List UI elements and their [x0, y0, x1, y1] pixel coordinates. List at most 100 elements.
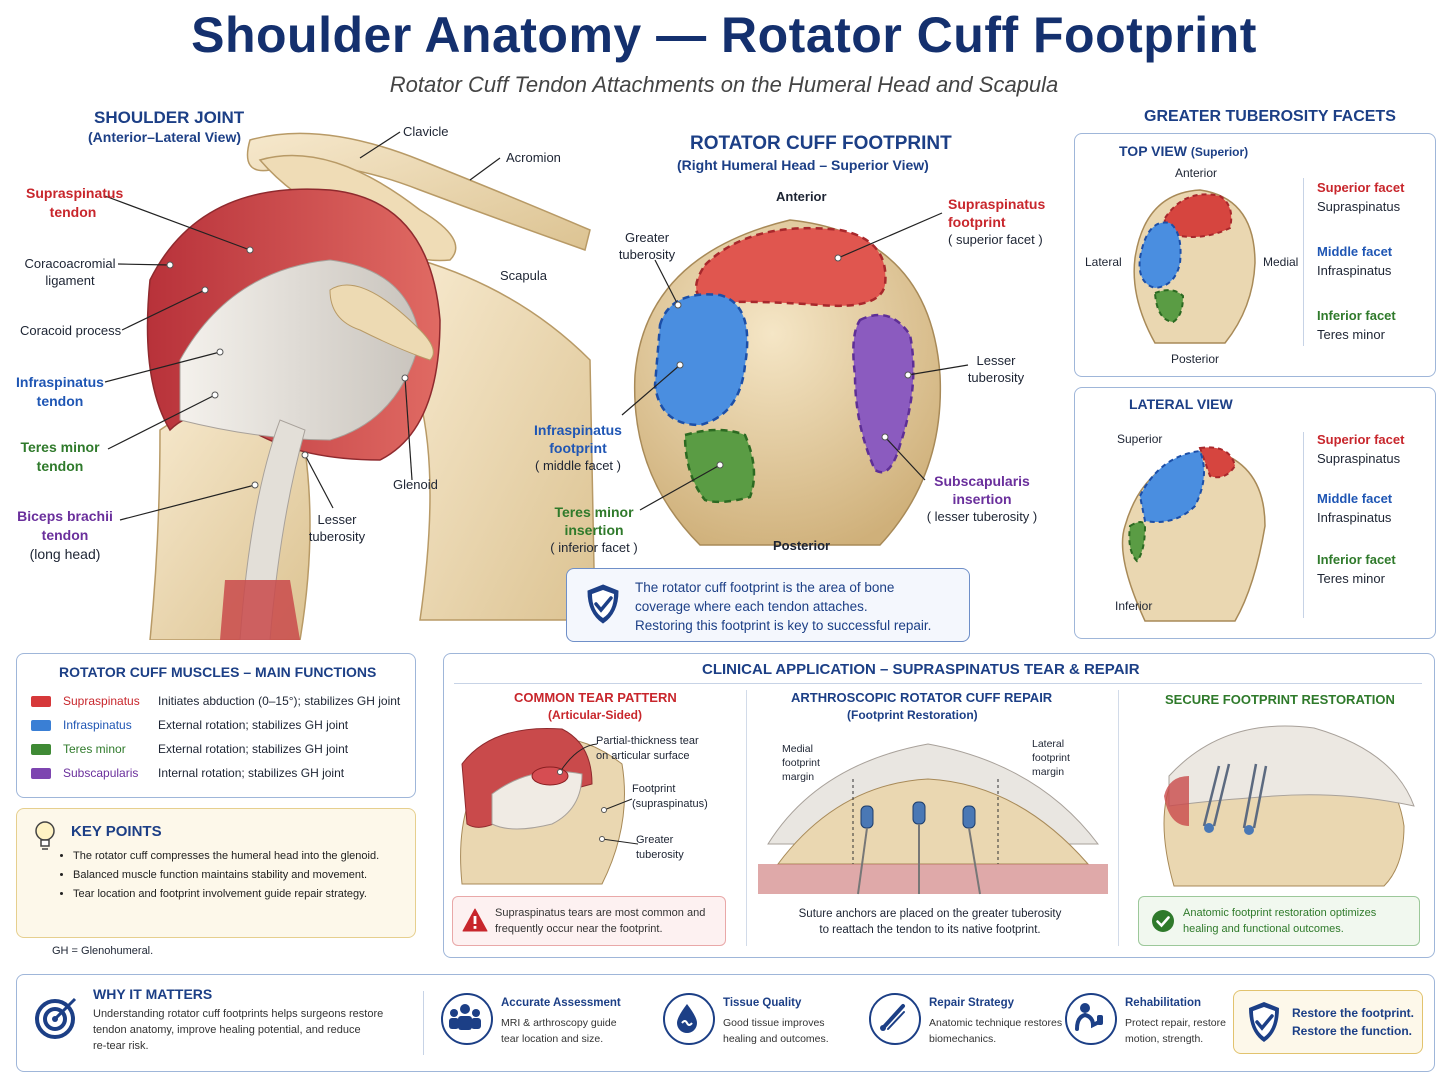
suture-anchors	[857, 801, 981, 895]
footprint-note-box: The rotator cuff footprint is the area o…	[566, 568, 970, 642]
muscle-row: Subscapularis Internal rotation; stabili…	[31, 764, 344, 782]
footnote: GH = Glenohumeral.	[52, 945, 154, 957]
repair-lateral-line3: margin	[1032, 766, 1065, 778]
repair-note-line1: Suture anchors are placed on the greater…	[798, 908, 1062, 920]
lesser-label-line1: Lesser	[976, 353, 1016, 368]
why-item-assessment: Accurate Assessment MRI & arthroscopy gu…	[441, 975, 651, 1057]
muscle-function: Internal rotation; stabilizes GH joint	[158, 766, 345, 780]
subscapularis-insertion	[852, 313, 915, 474]
warning-icon	[462, 908, 488, 932]
footprint-title: ROTATOR CUFF FOOTPRINT	[690, 133, 952, 154]
secure-illustration	[1163, 725, 1415, 887]
lateral-view-legend: Superior facet Supraspinatus Middle face…	[1317, 430, 1404, 588]
label-clavicle: Clavicle	[403, 124, 449, 139]
repair-note: Suture anchors are placed on the greater…	[780, 906, 1080, 938]
label-glenoid: Glenoid	[393, 477, 438, 492]
tear-label-footprint: Footprint (supraspinatus)	[632, 782, 708, 812]
subscap-label-line3: ( lesser tuberosity )	[926, 509, 1038, 524]
muscle-name: Supraspinatus	[63, 694, 140, 708]
key-points-panel: KEY POINTS The rotator cuff compresses t…	[16, 808, 416, 938]
tear-subtitle: (Articular-Sided)	[548, 708, 643, 722]
label-biceps-line3: (long head)	[29, 546, 101, 562]
restore-badge: Restore the footprint. Restore the funct…	[1233, 990, 1423, 1054]
why-title: WHY IT MATTERS	[93, 986, 213, 1002]
top-middle-muscle: Infraspinatus	[1317, 263, 1392, 278]
top-superior-facet	[1163, 193, 1233, 238]
footprint-section: ROTATOR CUFF FOOTPRINT (Right Humeral He…	[520, 125, 1060, 645]
repair-medial-line1: Medial	[782, 743, 813, 755]
lateral-superior-facet-label: Superior facet	[1317, 432, 1405, 447]
tear-footprint-line2: (supraspinatus)	[632, 798, 708, 810]
page-subtitle: Rotator Cuff Tendon Attachments on the H…	[389, 72, 1059, 97]
why-text-line3: re-tear risk.	[93, 1040, 149, 1052]
lateral-middle-muscle: Infraspinatus	[1317, 510, 1392, 525]
tear-partial-line1: Partial-thickness tear	[596, 735, 699, 747]
label-teres-line1: Teres minor	[20, 439, 100, 455]
footprint-note-text: The rotator cuff footprint is the area o…	[635, 578, 931, 635]
top-superior-facet-label: Superior facet	[1317, 180, 1405, 195]
tear-footprint-line1: Footprint	[632, 783, 676, 795]
muscle-swatch	[31, 719, 51, 731]
why-text-line2: tendon anatomy, improve healing potentia…	[93, 1024, 361, 1036]
team-icon	[441, 993, 493, 1045]
supra-label-line2: footprint	[948, 214, 1006, 230]
muscle-swatch	[31, 743, 51, 755]
lateral-superior-muscle: Supraspinatus	[1317, 451, 1401, 466]
label-biceps-line2: tendon	[41, 527, 89, 543]
top-view-divider	[1303, 178, 1304, 346]
muscle-row: Infraspinatus External rotation; stabili…	[31, 716, 348, 734]
muscle-name: Subscapularis	[63, 766, 139, 780]
footprint-lesser-tuberosity: Lesser tuberosity	[964, 352, 1028, 386]
top-view-title: TOP VIEW (Superior)	[1119, 143, 1248, 159]
greater-tuberosity-line2: tuberosity	[618, 247, 676, 262]
biceps-muscle-shape	[220, 580, 300, 640]
repair-illustration	[758, 743, 1108, 895]
top-view-posterior: Posterior	[1171, 352, 1220, 366]
muscle-name: Infraspinatus	[63, 718, 132, 732]
teres-label-line1: Teres minor	[554, 504, 634, 520]
top-view-panel: TOP VIEW (Superior) Anterior Posterior L…	[1074, 133, 1436, 377]
infra-label-line1: Infraspinatus	[534, 422, 622, 438]
label-scapula: Scapula	[500, 268, 547, 283]
footprint-subscapularis-label: Subscapularis insertion ( lesser tuberos…	[918, 472, 1046, 526]
top-middle-facet	[1138, 221, 1182, 290]
partial-tear-spot	[531, 766, 569, 786]
supra-label-line1: Supraspinatus	[948, 196, 1046, 212]
muscle-swatch	[31, 767, 51, 779]
shoulder-joint-illustration	[104, 131, 596, 640]
footprint-posterior: Posterior	[773, 538, 831, 553]
rehab-icon	[1065, 993, 1117, 1045]
drop-icon	[663, 993, 715, 1045]
tear-title: COMMON TEAR PATTERN	[514, 690, 677, 705]
lateral-view-inferior: Inferior	[1115, 599, 1153, 613]
top-view-title-small: (Superior)	[1190, 145, 1249, 159]
why-item-title: Tissue Quality	[723, 997, 802, 1009]
footprint-note-line2: coverage where each tendon attaches.	[635, 599, 868, 614]
label-acromion: Acromion	[506, 150, 561, 165]
check-circle-icon	[1152, 910, 1174, 932]
lateral-inferior-facet-label: Inferior facet	[1317, 552, 1396, 567]
restore-badge-line2: Restore the function.	[1292, 1024, 1413, 1038]
supraspinatus-footprint	[695, 226, 887, 307]
top-view-illustration	[1133, 189, 1256, 344]
secure-note-line2: healing and functional outcomes.	[1183, 923, 1344, 935]
infra-label-line2: footprint	[549, 440, 607, 456]
label-teres-line2: tendon	[36, 458, 84, 474]
repair-title: ARTHROSCOPIC ROTATOR CUFF REPAIR	[791, 690, 1053, 705]
key-points-title: KEY POINTS	[71, 823, 162, 840]
repair-medial-line2: footprint	[782, 757, 820, 769]
shoulder-joint-section: SHOULDER JOINT (Anterior–Lateral View)	[0, 100, 600, 640]
teres-label-line2: insertion	[564, 522, 624, 538]
repair-lateral-line1: Lateral	[1032, 738, 1065, 750]
clinical-divider-2	[1118, 690, 1119, 946]
repair-note-line2: to reattach the tendon to its native foo…	[819, 924, 1041, 936]
label-lesser-line2: tuberosity	[308, 529, 366, 544]
page-title: Shoulder Anatomy — Rotator Cuff Footprin…	[191, 7, 1257, 63]
lightbulb-icon	[35, 821, 55, 850]
lateral-superior-facet	[1198, 446, 1237, 479]
secure-note-line1: Anatomic footprint restoration optimizes	[1183, 907, 1377, 919]
tear-illustration	[460, 727, 639, 885]
tear-warning-text: Supraspinatus tears are most common and …	[495, 905, 705, 937]
